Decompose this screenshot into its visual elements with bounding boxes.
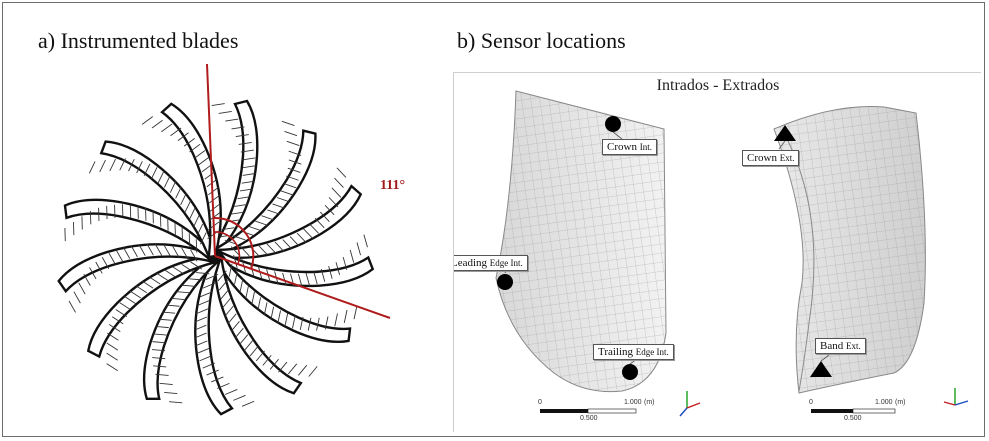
view-title: Intrados - Extrados — [656, 77, 780, 94]
axis-triad-left — [679, 391, 701, 417]
scale-bar-right — [811, 408, 896, 414]
scale-right-end: 1.000 — [875, 399, 893, 406]
scale-left-start: 0 — [538, 399, 542, 406]
blade-mesh-svg — [495, 90, 969, 417]
scale-bar-left — [540, 408, 637, 414]
blade-5 — [213, 249, 358, 343]
scale-left-mid: 0.500 — [580, 415, 598, 422]
scale-right-start: 0 — [809, 399, 813, 406]
sensor-band-ext-marker — [810, 361, 832, 377]
intrados-blade — [495, 90, 667, 393]
angle-marker-group — [206, 63, 391, 319]
sensor-label-band-ext: Band Ext. — [815, 338, 866, 354]
blade-4 — [213, 234, 375, 288]
blade-12 — [88, 140, 217, 262]
angle-arc-2 — [213, 231, 241, 265]
panel-a-title: a) Instrumented blades — [38, 28, 239, 53]
blade-8 — [142, 254, 223, 404]
sensor-crown-int-marker — [605, 116, 621, 132]
impeller-diagram: 111° — [40, 60, 405, 430]
blade-3 — [211, 167, 363, 260]
sensor-label-crown-ext: Crown Ext. — [742, 150, 800, 166]
impeller-svg — [57, 63, 391, 416]
sensor-view-panel: Intrados - Extrados — [453, 72, 981, 432]
blade-11 — [63, 198, 217, 264]
axis-triad-right — [943, 388, 969, 406]
blade-9 — [86, 254, 221, 372]
blade-7 — [193, 254, 255, 416]
sensor-label-trailing-edge-int: Trailing Edge Int. — [593, 344, 674, 360]
scale-right-unit: (m) — [895, 399, 906, 406]
sensor-label-leading-edge-int: Leading Edge Int. — [454, 255, 528, 271]
sensor-leading-edge-int-marker — [497, 274, 513, 290]
blades-group — [57, 99, 375, 416]
angle-arc-1 — [213, 216, 255, 270]
panel-b-title: b) Sensor locations — [457, 28, 626, 53]
scale-left-end: 1.000 — [624, 399, 642, 406]
blade-10 — [57, 243, 217, 313]
blade-6 — [213, 251, 318, 395]
sensor-label-crown-int: Crown Int. — [602, 139, 657, 155]
sensor-crown-ext-marker — [774, 125, 796, 141]
scale-left-unit: (m) — [644, 399, 655, 406]
extrados-blade — [773, 106, 926, 394]
blade-2 — [208, 120, 317, 258]
reference-line-1 — [206, 63, 216, 257]
reference-line-2 — [214, 255, 391, 319]
angle-label: 111° — [380, 178, 406, 193]
sensor-trailing-edge-int-marker — [622, 364, 638, 380]
blade-1 — [207, 99, 259, 258]
scale-right-mid: 0.500 — [844, 415, 862, 422]
